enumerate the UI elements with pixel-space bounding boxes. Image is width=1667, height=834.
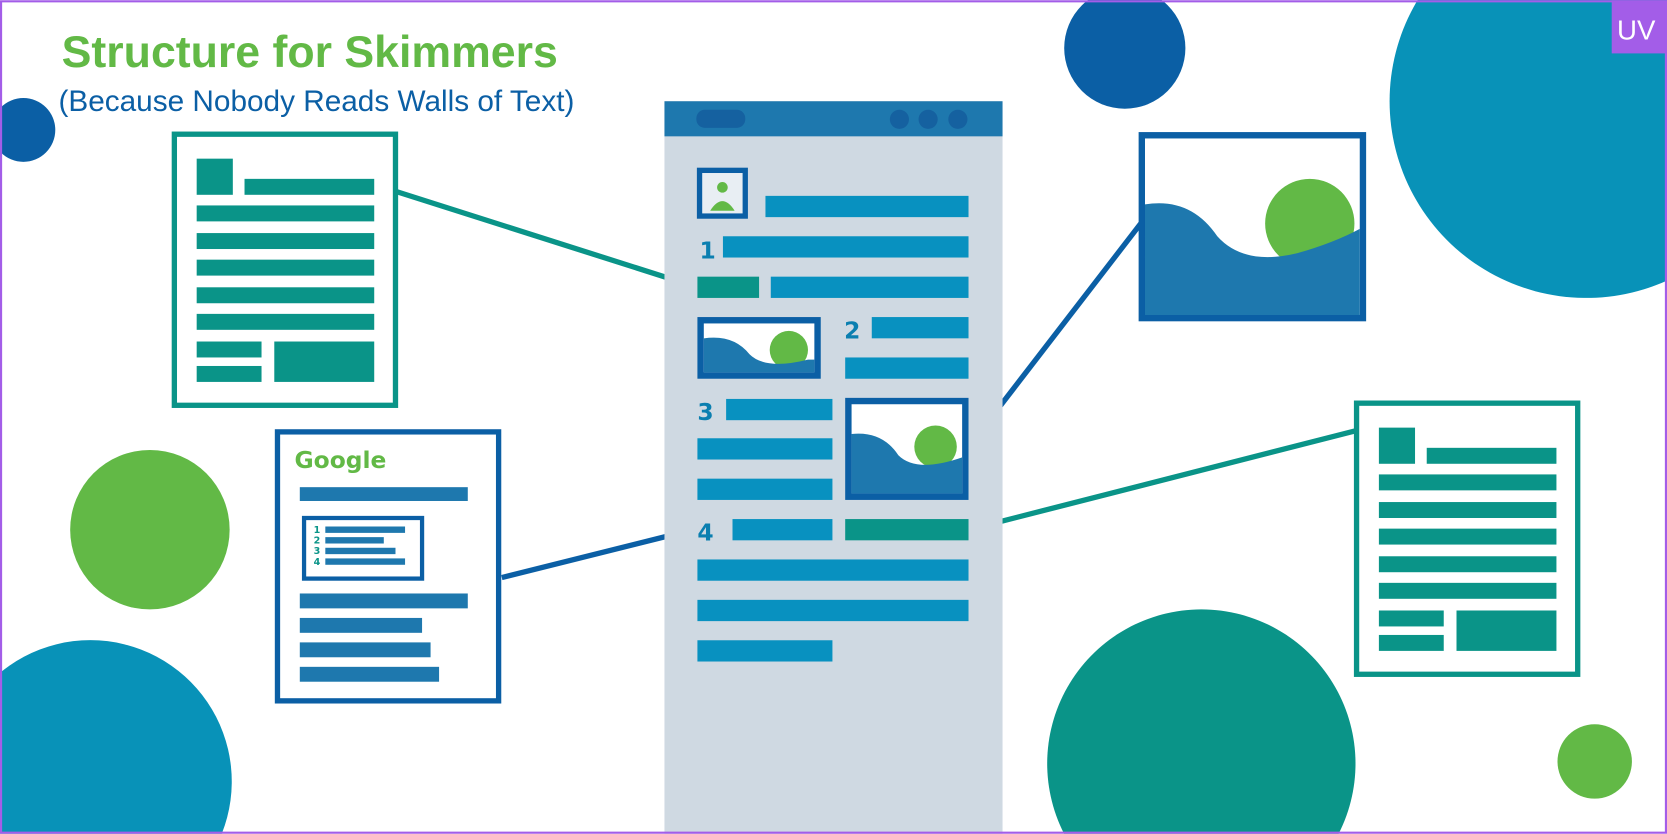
decor-circle	[1064, 0, 1186, 109]
page-title: Structure for Skimmers	[62, 28, 558, 77]
image-card	[1138, 132, 1367, 322]
snippet-number: 4	[314, 557, 321, 568]
connector-line	[967, 428, 1357, 533]
window-dot	[948, 109, 968, 129]
section-number: 1	[700, 237, 716, 265]
uv-logo: UV	[1611, 0, 1667, 54]
browser-page-mockup: 1 2 3 4	[664, 101, 1003, 834]
window-dot	[889, 109, 909, 129]
snippet-number: 1	[314, 525, 321, 536]
document-card-left	[171, 131, 399, 408]
snippet-number: 3	[314, 546, 321, 557]
page-subtitle: (Because Nobody Reads Walls of Text)	[58, 85, 574, 118]
document-card-right	[1353, 400, 1581, 677]
connector-line	[395, 189, 699, 290]
image-placeholder-icon	[697, 317, 821, 379]
decor-circle	[1047, 609, 1356, 834]
address-bar	[696, 109, 746, 128]
section-number: 3	[697, 398, 713, 426]
decor-circle	[0, 98, 56, 162]
avatar-icon	[696, 167, 748, 219]
image-placeholder-icon	[845, 397, 969, 500]
decor-circle	[1557, 724, 1632, 799]
decor-circle	[1389, 0, 1667, 298]
decor-circle	[0, 640, 232, 834]
google-logo-text: Google	[294, 446, 386, 474]
section-number: 2	[844, 316, 860, 344]
decor-circle	[70, 449, 230, 610]
search-result-card: Google 1 2 3 4	[274, 429, 502, 704]
featured-snippet: 1 2 3 4	[301, 515, 425, 581]
section-number: 4	[697, 518, 713, 546]
window-dot	[918, 109, 938, 129]
logo-text: UV	[1617, 15, 1656, 46]
snippet-number: 2	[314, 536, 321, 547]
